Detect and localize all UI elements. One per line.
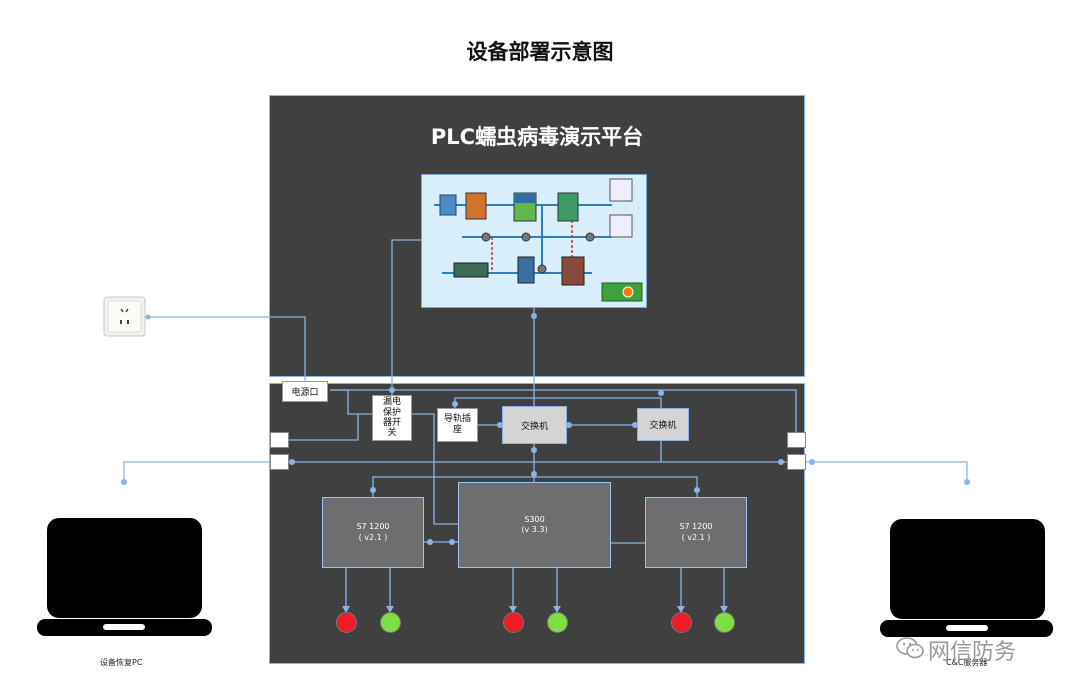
power-port: 电源口 <box>282 381 328 402</box>
status-lamp-green <box>547 612 568 633</box>
plc-version: ( v2.1 ) <box>681 532 711 542</box>
status-lamp-red <box>336 612 357 633</box>
status-lamp-green <box>714 612 735 633</box>
plc-version: ( v2.1 ) <box>358 532 388 542</box>
plc-model: S7 1200 <box>356 522 390 532</box>
plc-s7-1200-left: S7 1200 ( v2.1 ) <box>322 497 424 568</box>
wechat-icon <box>895 634 924 662</box>
status-lamp-red <box>503 612 524 633</box>
network-switch-right: 交换机 <box>637 408 689 441</box>
plc-s300-center: S300 (v 3.3) <box>458 482 611 568</box>
plc-model: S7 1200 <box>679 522 713 532</box>
wall-socket-icon <box>103 296 146 337</box>
laptop-label-left: 设备恢复PC <box>100 658 143 667</box>
laptop-icon <box>37 516 212 638</box>
status-lamp-green <box>380 612 401 633</box>
rail-socket: 导轨插 座 <box>437 408 478 442</box>
platform-title: PLC蠕虫病毒演示平台 <box>430 125 644 149</box>
hmi-screen <box>421 174 647 308</box>
laptop-icon <box>880 517 1053 639</box>
power-port-left <box>270 432 289 448</box>
plc-s7-1200-right: S7 1200 ( v2.1 ) <box>645 497 747 568</box>
network-switch-left: 交换机 <box>502 406 567 444</box>
plc-model: S300 <box>524 514 545 524</box>
diagram-title: 设备部署示意图 <box>466 40 614 64</box>
power-port-right <box>787 432 806 448</box>
ethernet-port-right <box>787 454 806 470</box>
ethernet-port-left <box>270 454 289 470</box>
hmi-process-icon <box>422 175 646 307</box>
plc-version: (v 3.3) <box>521 525 548 534</box>
watermark-text: 网信防务 <box>928 640 1017 665</box>
status-lamp-red <box>671 612 692 633</box>
laptop-label-right: C&C服务器 <box>946 658 988 667</box>
leakage-breaker-switch: 漏电 保护 器开 关 <box>372 395 412 441</box>
